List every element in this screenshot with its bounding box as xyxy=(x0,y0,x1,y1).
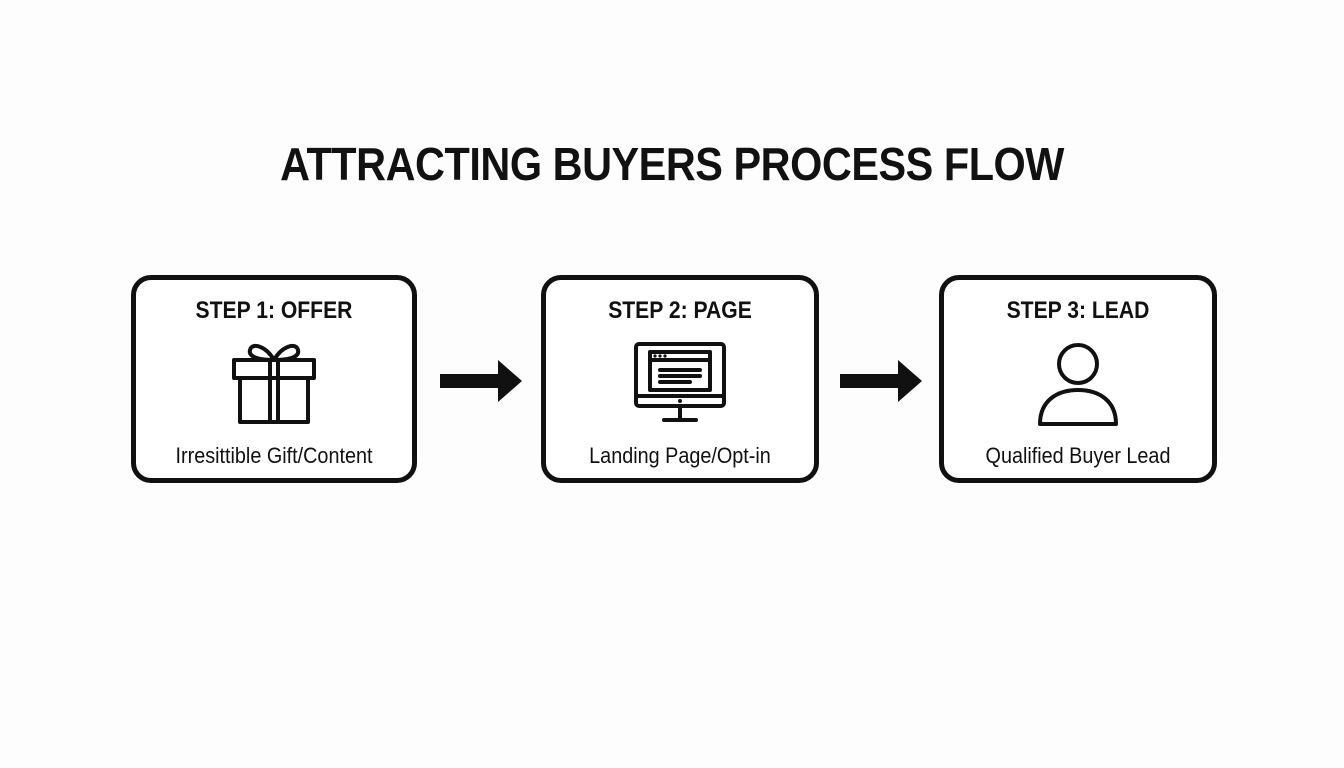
gift-icon xyxy=(232,343,316,424)
step-heading: STEP 3: LEAD xyxy=(1006,297,1150,324)
step-heading: STEP 1: OFFER xyxy=(195,297,353,324)
step-heading: STEP 2: PAGE xyxy=(608,297,752,324)
user-icon xyxy=(1038,343,1118,426)
step-offer-box: STEP 1: OFFER Irresittible Gift/Content xyxy=(131,275,417,483)
step-description: Irresittible Gift/Content xyxy=(175,443,373,468)
diagram-title: ATTRACTING BUYERS PROCESS FLOW xyxy=(280,138,1064,190)
step-description: Landing Page/Opt-in xyxy=(589,443,771,468)
monitor-webpage-icon xyxy=(634,342,726,422)
step-lead-box: STEP 3: LEAD Qualified Buyer Lead xyxy=(939,275,1217,483)
arrow-right-icon xyxy=(440,360,522,402)
step-description: Qualified Buyer Lead xyxy=(985,443,1171,468)
step-page-box: STEP 2: PAGE Landing Page/Opt-in xyxy=(541,275,819,483)
arrow-right-icon xyxy=(840,360,922,402)
